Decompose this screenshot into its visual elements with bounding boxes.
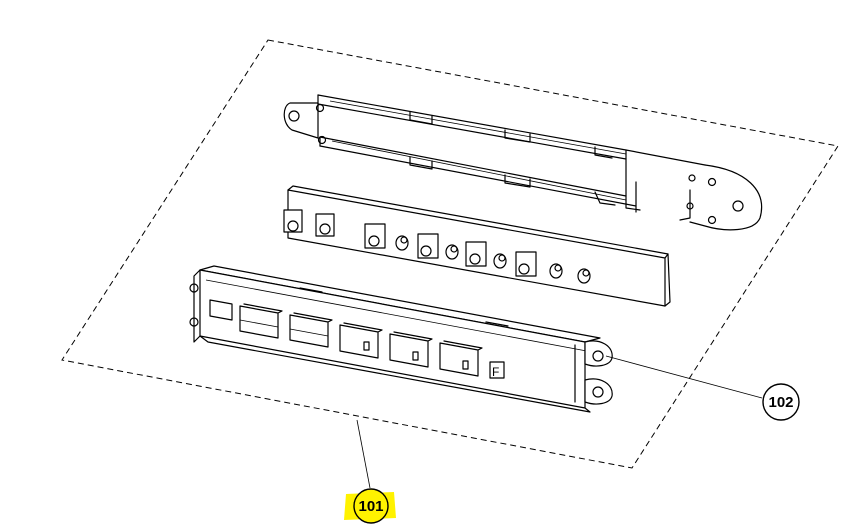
leader-line-101: [356, 419, 371, 489]
led-2: [445, 244, 459, 260]
tact-switch-3: [364, 223, 386, 249]
pcb-board: [283, 185, 671, 307]
callout-circle-102: [762, 383, 800, 421]
led-3: [493, 253, 507, 269]
callout-102: 102: [605, 355, 800, 421]
led-4: [549, 263, 563, 279]
f-key: F: [489, 361, 505, 379]
f-key-label: F: [492, 365, 499, 379]
housing-button-5: [439, 340, 483, 377]
housing-button-2: [289, 312, 333, 348]
callout-101: 101: [344, 419, 396, 524]
assembly-boundary: [61, 39, 839, 469]
led-1: [395, 235, 409, 251]
housing-button-4: [389, 331, 433, 368]
callout-label-101: 101: [358, 498, 383, 515]
housing-button-1: [239, 303, 283, 339]
tact-switch-6: [515, 251, 537, 277]
housing-button-3: [339, 322, 383, 359]
tact-switch-2: [315, 213, 335, 237]
tact-switch-5: [465, 241, 487, 267]
callout-circle-101: [353, 488, 389, 524]
led-5: [577, 268, 591, 284]
callout-label-102: 102: [768, 394, 793, 411]
tact-switch-4: [417, 233, 439, 259]
mounting-bracket: [283, 94, 763, 231]
leader-line-102: [605, 355, 763, 399]
tact-switch-1: [283, 209, 303, 233]
